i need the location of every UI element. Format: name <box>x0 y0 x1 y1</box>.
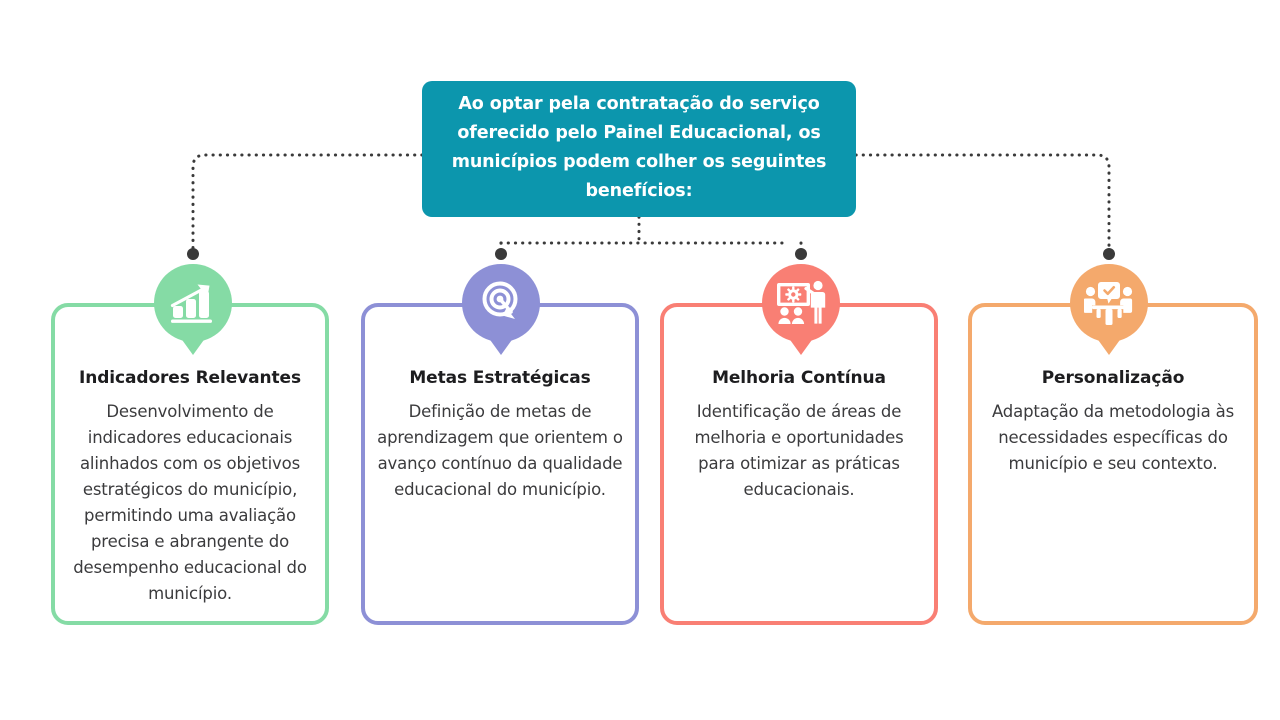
bar-chart-growth-icon <box>154 264 232 342</box>
card-body: Desenvolvimento de indicadores educacion… <box>73 402 307 603</box>
card-title: Personalização <box>1041 368 1185 388</box>
connector-dot-1 <box>187 248 199 260</box>
connector-dot-2 <box>495 248 507 260</box>
target-dart-icon <box>462 264 540 342</box>
connector-path-right <box>854 153 1111 254</box>
benefit-card-personalizacao[interactable]: Personalização Adaptação da metodologia … <box>968 303 1258 625</box>
connector-dot-3 <box>795 248 807 260</box>
benefit-card-indicadores-relevantes[interactable]: Indicadores Relevantes Desenvolvimento d… <box>51 303 329 625</box>
connector-dot-4 <box>1103 248 1115 260</box>
benefit-card-metas-estrategicas[interactable]: Metas Estratégicas Definição de metas de… <box>361 303 639 625</box>
header-statement-text: Ao optar pela contratação do serviço ofe… <box>451 94 827 201</box>
card-body: Adaptação da metodologia às necessidades… <box>991 402 1235 473</box>
header-statement-box: Ao optar pela contratação do serviço ofe… <box>422 81 856 217</box>
people-meeting-check-icon <box>1070 264 1148 342</box>
connector-path-left <box>191 153 424 254</box>
card-body: Definição de metas de aprendizagem que o… <box>377 402 623 499</box>
card-title: Melhoria Contínua <box>712 368 886 388</box>
benefit-card-melhoria-continua[interactable]: Melhoria Contínua Identificação de áreas… <box>660 303 938 625</box>
presenter-gear-board-icon <box>762 264 840 342</box>
card-title: Metas Estratégicas <box>409 368 591 388</box>
card-body: Identificação de áreas de melhoria e opo… <box>694 402 904 499</box>
card-title: Indicadores Relevantes <box>79 368 301 388</box>
